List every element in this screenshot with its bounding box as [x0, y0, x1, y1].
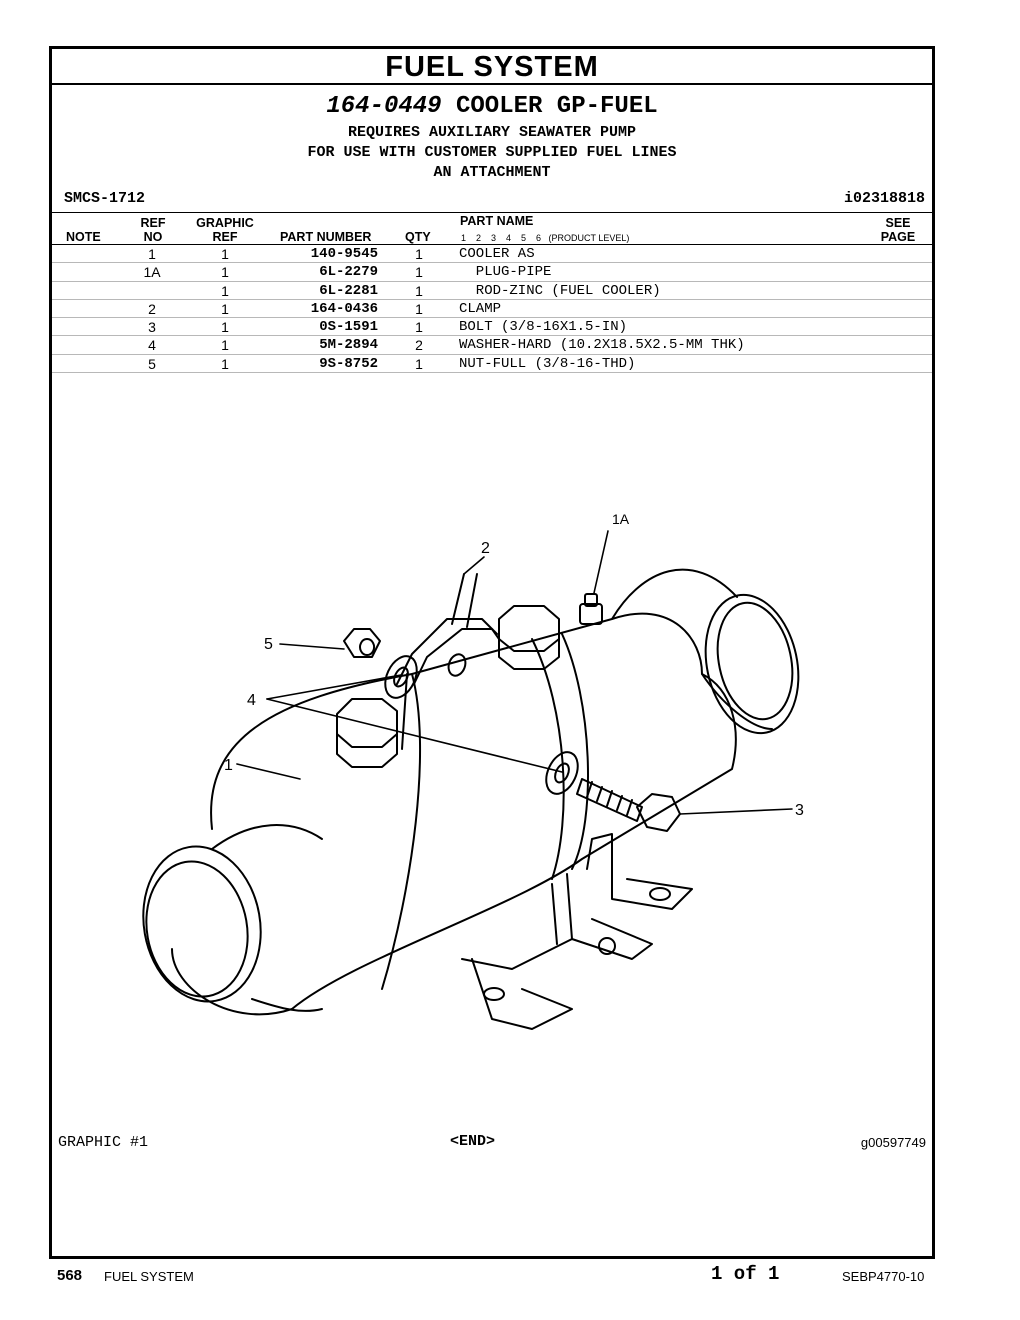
washer — [384, 655, 418, 699]
graphic-ref: 1 — [221, 282, 229, 299]
group-number: 164-0449 — [326, 93, 442, 120]
quantity: 1 — [415, 355, 423, 372]
callout-5: 5 — [264, 636, 273, 653]
end-marker: <END> — [450, 1133, 496, 1150]
table-row: 1A 1 6L-2279 1 PLUG-PIPE — [52, 263, 932, 282]
graphic-ref: 1 — [221, 355, 229, 372]
part-number: 140-9545 — [310, 246, 378, 262]
table-row: 5 1 9S-8752 1 NUT-FULL (3/8-16-THD) — [52, 355, 932, 374]
quantity: 2 — [415, 337, 423, 354]
header-see: SEE — [885, 216, 911, 230]
callout-3: 3 — [795, 802, 804, 819]
callout-1: 1 — [224, 757, 233, 774]
mounting-feet — [461, 833, 693, 1030]
parts-page-frame: FUEL SYSTEM 164-0449 COOLER GP-FUEL REQU… — [49, 46, 935, 1259]
mount-hole — [598, 937, 616, 955]
header-note: NOTE — [66, 230, 101, 244]
ref-no: 1A — [143, 264, 161, 281]
part-name: CLAMP — [459, 300, 502, 317]
part-name: WASHER-HARD (10.2X18.5X2.5-MM THK) — [459, 337, 745, 354]
footer-pager: 1 of 1 — [711, 1263, 780, 1285]
part-number: 164-0436 — [310, 300, 378, 317]
nut — [343, 628, 381, 658]
smcs-code: SMCS-1712 — [64, 190, 146, 207]
header-graphic: GRAPHIC — [196, 216, 254, 230]
footer-doc-id: SEBP4770-10 — [842, 1269, 925, 1284]
graphic-ref: 1 — [221, 337, 229, 354]
table-row: 1 6L-2281 1 ROD-ZINC (FUEL COOLER) — [52, 282, 932, 300]
callout-1a: 1A — [612, 511, 630, 527]
group-heading: 164-0449 COOLER GP-FUEL — [52, 93, 932, 121]
part-name: ROD-ZINC (FUEL COOLER) — [459, 282, 661, 299]
header-part-number: PART NUMBER — [280, 230, 372, 244]
ref-no: 3 — [148, 319, 156, 336]
footer-page-number: 568 — [57, 1267, 83, 1284]
group-note: REQUIRES AUXILIARY SEAWATER PUMP — [347, 124, 637, 141]
header-ref: REF — [140, 216, 166, 230]
parts-table-body: 1 1 140-9545 1 COOLER AS 1A 1 6L-2279 1 … — [52, 245, 932, 374]
callout-4: 4 — [247, 692, 256, 709]
table-row: 1 1 140-9545 1 COOLER AS — [52, 245, 932, 264]
graphic-label: GRAPHIC #1 — [58, 1134, 149, 1151]
part-number: 5M-2894 — [319, 337, 378, 354]
graphic-id: g00597749 — [860, 1135, 926, 1150]
section-title-bar: FUEL SYSTEM — [52, 49, 932, 85]
header-product-levels: 1 2 3 4 5 6 (PRODUCT LEVEL) — [461, 233, 630, 243]
graphic-ref: 1 — [221, 319, 229, 336]
callout-2: 2 — [481, 540, 490, 557]
group-note: FOR USE WITH CUSTOMER SUPPLIED FUEL LINE… — [307, 144, 677, 161]
group-note: AN ATTACHMENT — [433, 164, 551, 181]
part-number: 6L-2281 — [319, 282, 378, 299]
part-name: BOLT (3/8-16X1.5-IN) — [459, 319, 628, 336]
mount-hole — [483, 987, 505, 1001]
quantity: 1 — [415, 246, 423, 262]
graphic-ref: 1 — [221, 264, 229, 281]
header-ref-no: NO — [143, 230, 163, 244]
parts-table-header: NOTE REF NO GRAPHIC REF PART NUMBER QTY … — [52, 212, 932, 245]
table-row: 4 1 5M-2894 2 WASHER-HARD (10.2X18.5X2.5… — [52, 336, 932, 355]
leader-lines — [236, 530, 793, 815]
part-number: 6L-2279 — [319, 264, 378, 281]
quantity: 1 — [415, 264, 423, 281]
part-number: 9S-8752 — [319, 355, 378, 372]
ref-no: 2 — [148, 300, 156, 317]
header-graphic-ref: REF — [212, 230, 238, 244]
washer — [545, 751, 579, 795]
hex-bosses — [336, 605, 560, 768]
part-name: PLUG-PIPE — [459, 264, 552, 281]
mount-hole — [649, 887, 671, 901]
illustration-id: i02318818 — [843, 190, 925, 207]
footer-section-name: FUEL SYSTEM — [104, 1269, 194, 1284]
header-qty: QTY — [405, 230, 431, 244]
ref-no: 5 — [148, 355, 156, 372]
cooler-body — [142, 568, 800, 1016]
part-number: 0S-1591 — [319, 319, 378, 336]
group-name: COOLER GP-FUEL — [455, 93, 658, 120]
table-row: 3 1 0S-1591 1 BOLT (3/8-16X1.5-IN) — [52, 318, 932, 337]
ref-no: 4 — [148, 337, 156, 354]
washers — [384, 655, 579, 795]
quantity: 1 — [415, 282, 423, 299]
callouts: 5 4 1 2 1A 3 — [224, 511, 804, 819]
part-name: NUT-FULL (3/8-16-THD) — [459, 355, 636, 372]
section-title: FUEL SYSTEM — [385, 51, 599, 83]
table-row: 2 1 164-0436 1 CLAMP — [52, 300, 932, 319]
graphic-ref: 1 — [221, 246, 229, 262]
plug-pipe — [579, 593, 603, 625]
graphic-ref: 1 — [221, 300, 229, 317]
clamp-hole — [447, 653, 467, 677]
clamp — [396, 573, 500, 750]
part-name: COOLER AS — [459, 246, 535, 262]
header-see-page: PAGE — [880, 230, 916, 244]
fuel-cooler-illustration: 5 4 1 2 1A 3 — [142, 511, 804, 1030]
bolt — [576, 778, 681, 832]
header-part-name: PART NAME — [460, 214, 534, 228]
ref-no: 1 — [148, 246, 156, 262]
quantity: 1 — [415, 319, 423, 336]
quantity: 1 — [415, 300, 423, 317]
